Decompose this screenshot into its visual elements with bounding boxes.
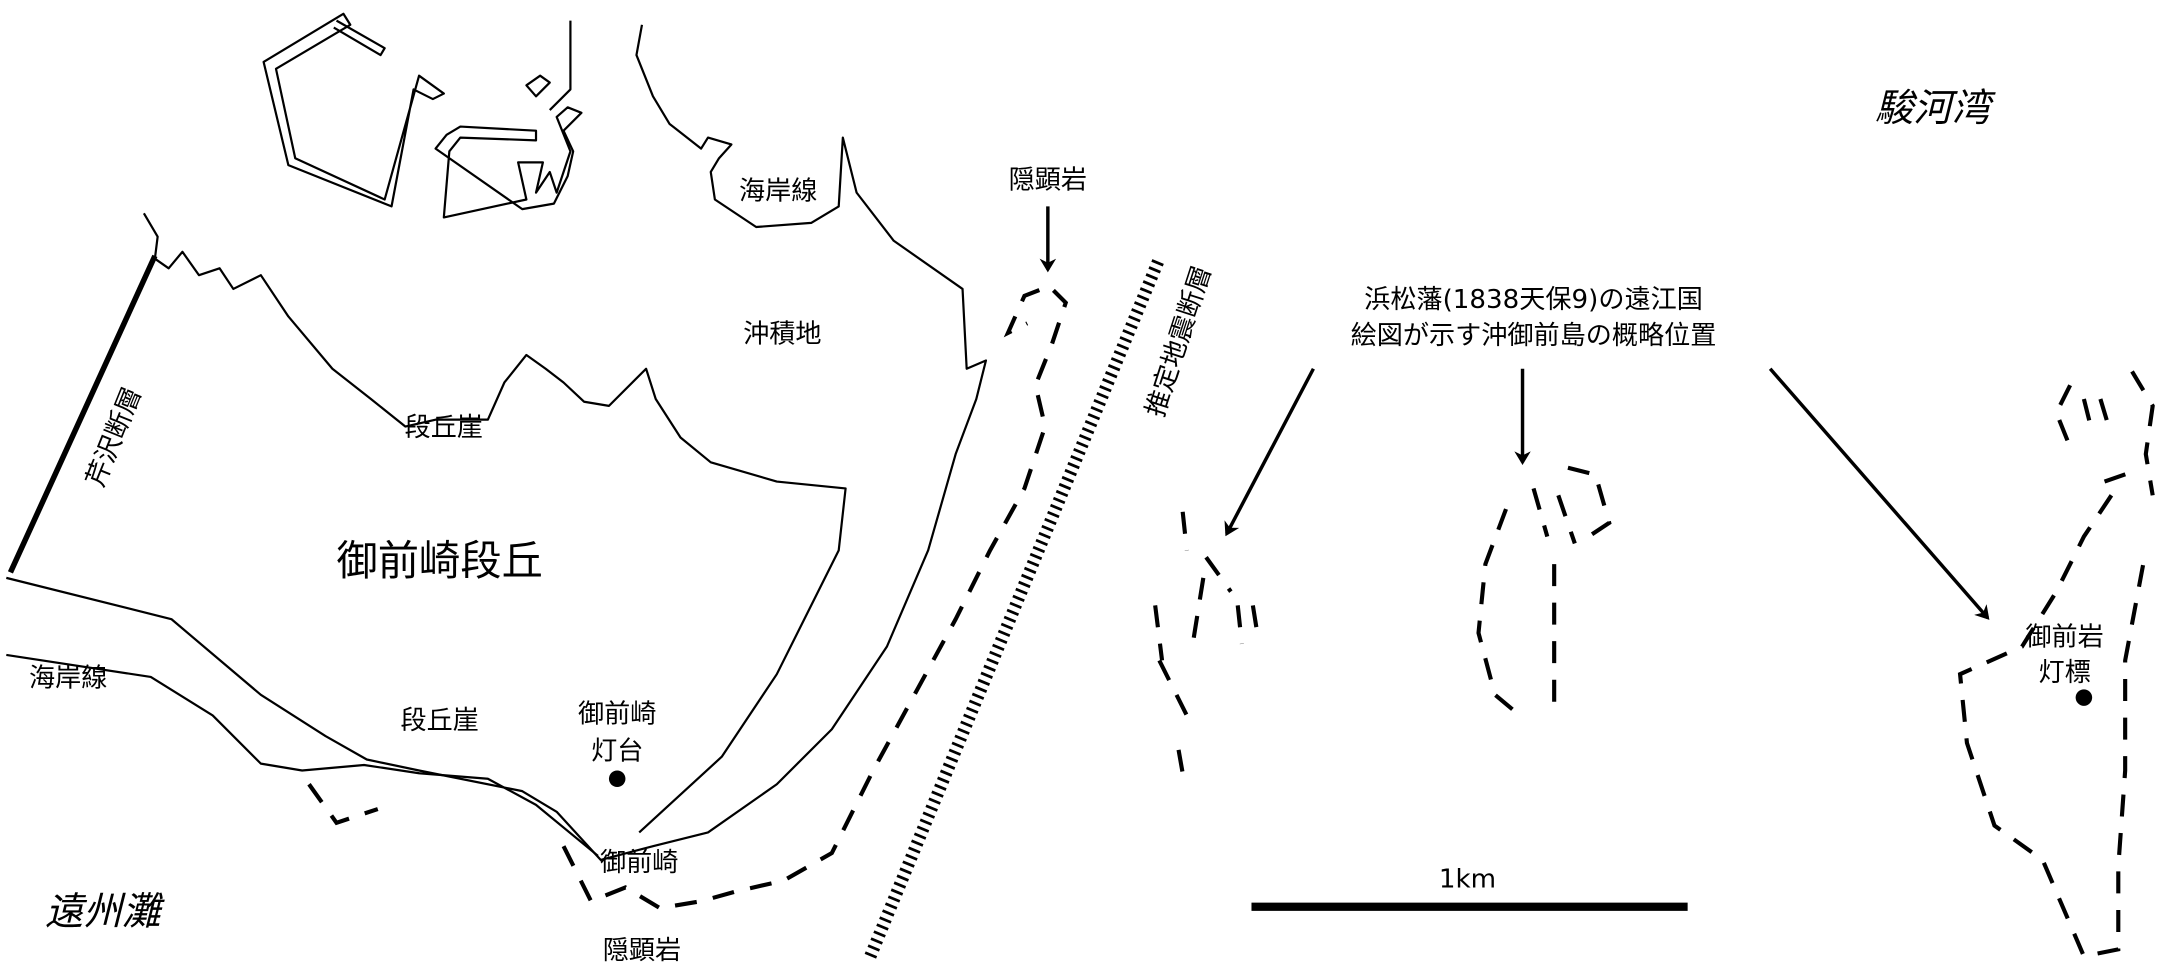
north-coastline xyxy=(6,24,988,862)
terrace-cliff-lower-label: 段丘崖 xyxy=(401,706,479,736)
arrow-icon xyxy=(1224,367,1315,537)
outer-coastline xyxy=(6,653,599,857)
annotation-line1: 浜松藩(1838天保9)の遠江国 xyxy=(1364,285,1703,315)
hidden-rock-south-label: 隠顕岩 xyxy=(603,936,681,966)
arrow-icon xyxy=(1768,367,1990,620)
alluvium-label: 沖積地 xyxy=(743,320,821,350)
hidden-rock-outline-west xyxy=(307,783,379,826)
hidden-rock-north-label: 隠顕岩 xyxy=(1009,165,1087,195)
terrace-outline xyxy=(142,212,847,834)
lighthouse-label-line2: 灯台 xyxy=(591,736,643,766)
omaezaki-terrace-label: 御前崎段丘 xyxy=(337,537,543,585)
coastline-west-label: 海岸線 xyxy=(29,664,107,694)
terrace-cliff-upper-label: 段丘崖 xyxy=(405,413,483,443)
island-shape-1 xyxy=(1153,511,1261,776)
beacon-label-line1: 御前岩 xyxy=(2025,622,2103,652)
serizawa-fault-line xyxy=(7,254,158,574)
enshu-nada-label: 遠州灘 xyxy=(45,890,165,935)
cape-omaezaki-label: 御前崎 xyxy=(600,848,678,878)
lighthouse-dot-icon xyxy=(608,770,626,788)
coastline-north-label: 海岸線 xyxy=(739,177,817,207)
suruga-bay-label: 駿河湾 xyxy=(1875,86,1996,131)
island-shape-2 xyxy=(1476,465,1612,718)
hidden-rock-outline-north xyxy=(561,283,1069,911)
island-shape-3 xyxy=(1957,370,2155,959)
beacon-label-line2: 灯標 xyxy=(2039,658,2091,688)
annotation-line2: 絵図が示す沖御前島の概略位置 xyxy=(1351,321,1717,351)
beacon-dot-icon xyxy=(2075,689,2093,706)
inferred-fault-line xyxy=(864,256,1166,959)
scale-label: 1km xyxy=(1439,864,1496,894)
lighthouse-label-line1: 御前崎 xyxy=(578,699,656,729)
port-structures xyxy=(262,12,583,219)
